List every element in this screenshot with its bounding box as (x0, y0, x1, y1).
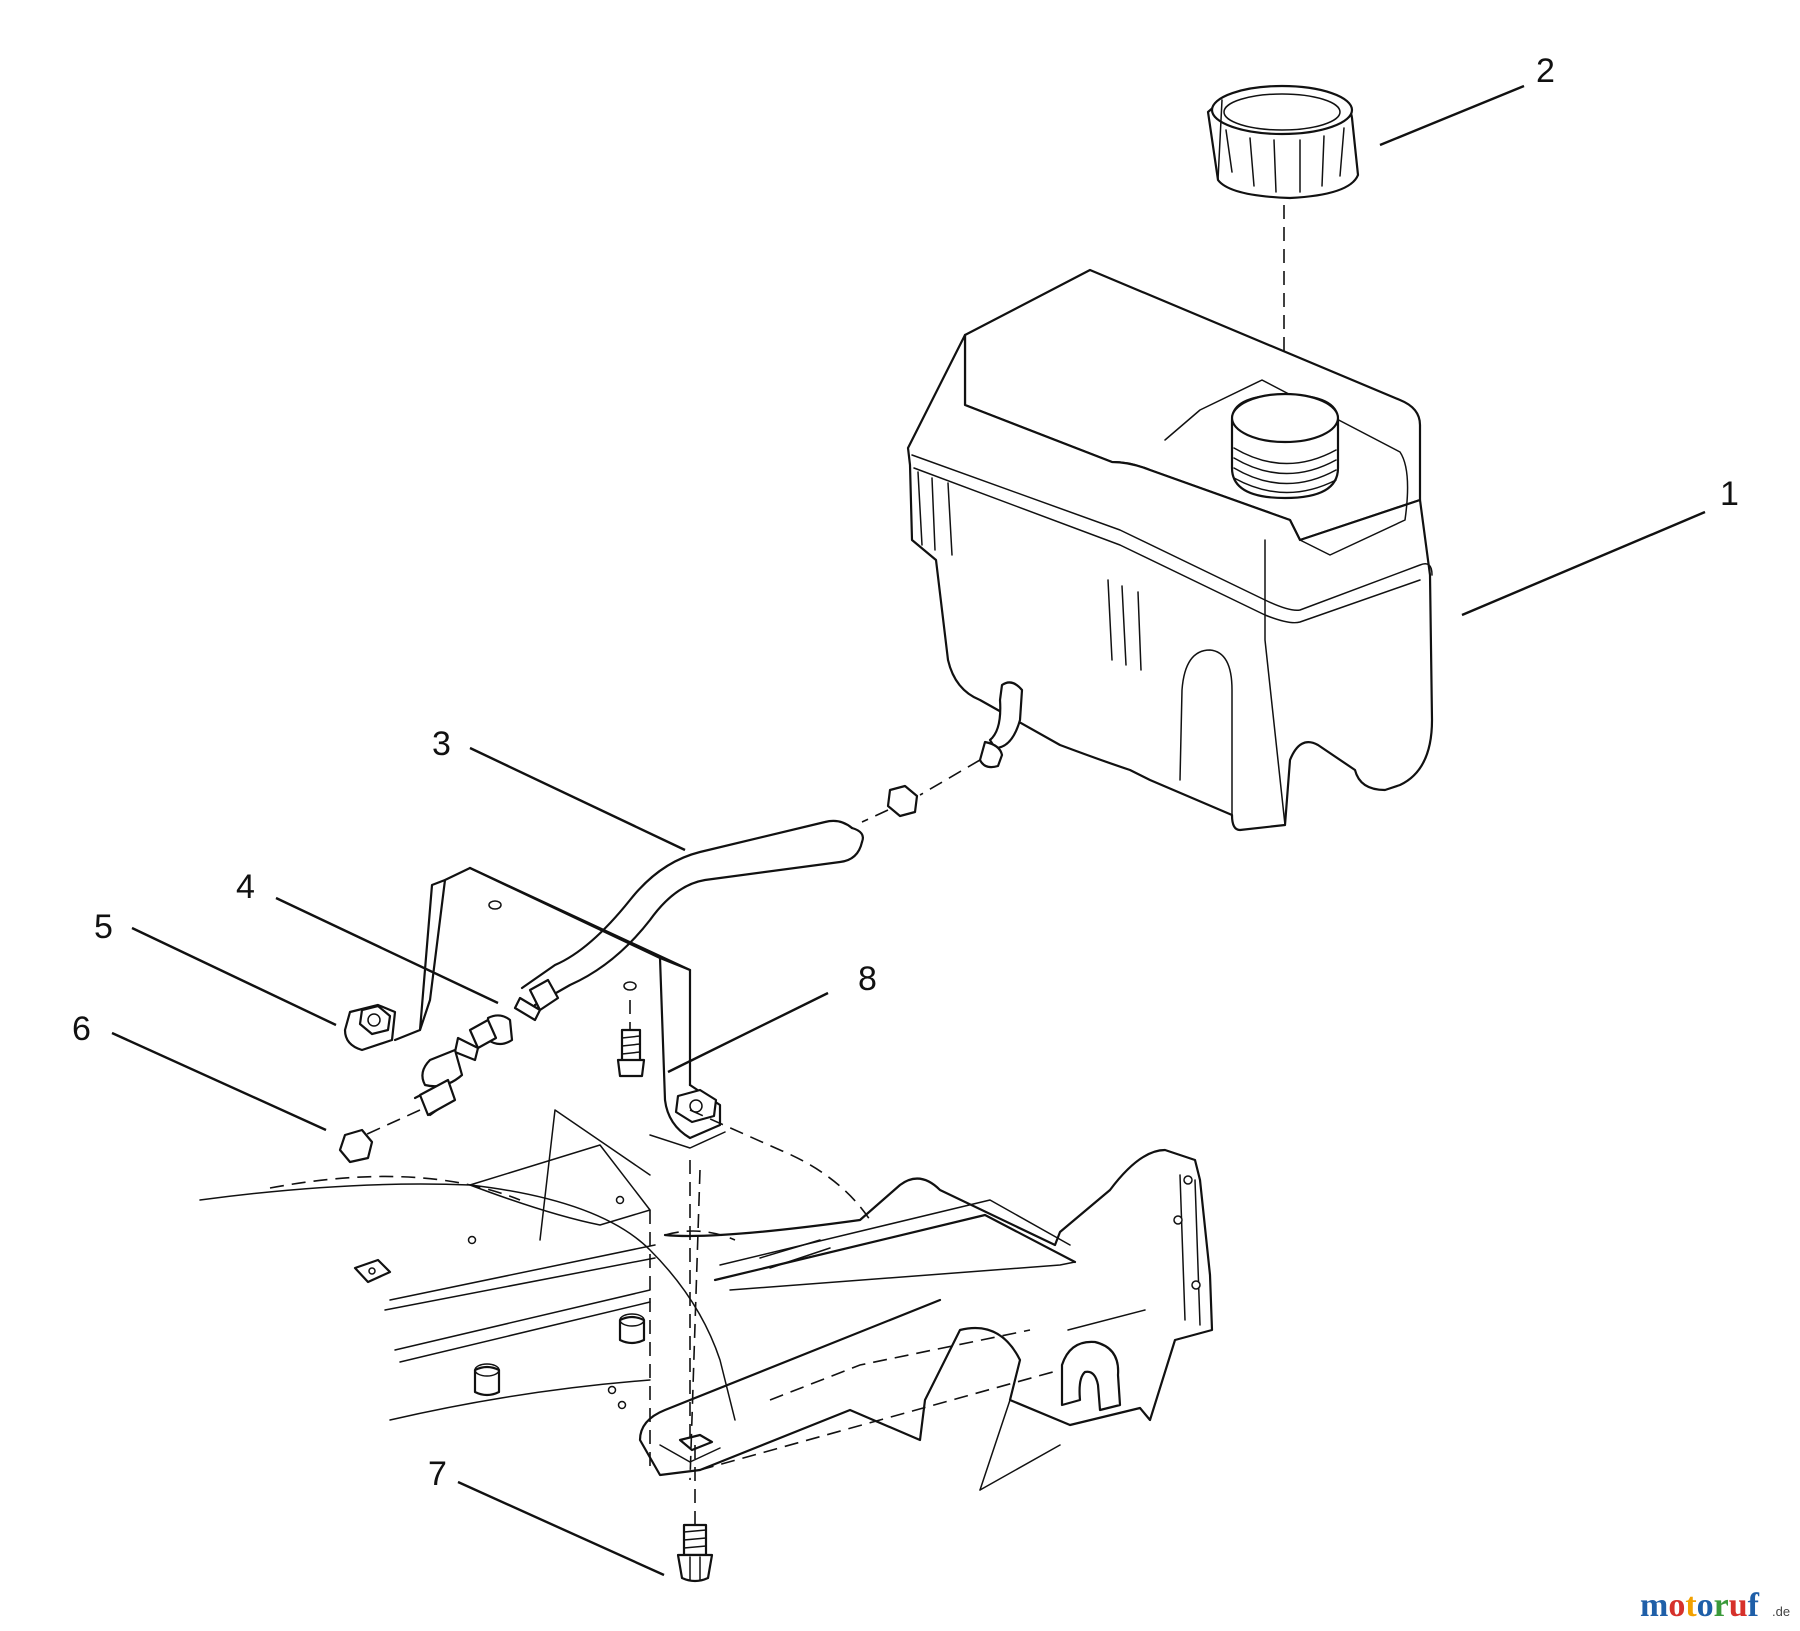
callout-8: 8 (858, 960, 877, 998)
leader-lines (111, 84, 1706, 1577)
callout-6: 6 (72, 1010, 91, 1048)
callout-5: 5 (94, 908, 113, 946)
callout-2: 2 (1536, 52, 1555, 90)
fuel-hose-part (520, 819, 864, 1007)
svg-text:motoruf: motoruf (1640, 1587, 1760, 1624)
mower-deck-frame (199, 1109, 1214, 1491)
fuel-cap-part (1206, 84, 1360, 200)
hose-clamp-part (338, 1128, 374, 1164)
tank-bracket-part (393, 866, 726, 1149)
callout-7: 7 (428, 1455, 447, 1493)
callout-1: 1 (1720, 475, 1739, 513)
fuel-tank-part (906, 268, 1434, 832)
bracket-bolt (616, 1028, 646, 1078)
watermark-logo: motoruf .de (1640, 1587, 1790, 1624)
bracket-nut-part (343, 1003, 397, 1052)
callout-4: 4 (236, 868, 255, 906)
callout-3: 3 (432, 725, 451, 763)
svg-text:.de: .de (1772, 1604, 1790, 1619)
mounting-bolt-part (676, 1445, 714, 1583)
fuel-shutoff-valve (421, 978, 560, 1088)
